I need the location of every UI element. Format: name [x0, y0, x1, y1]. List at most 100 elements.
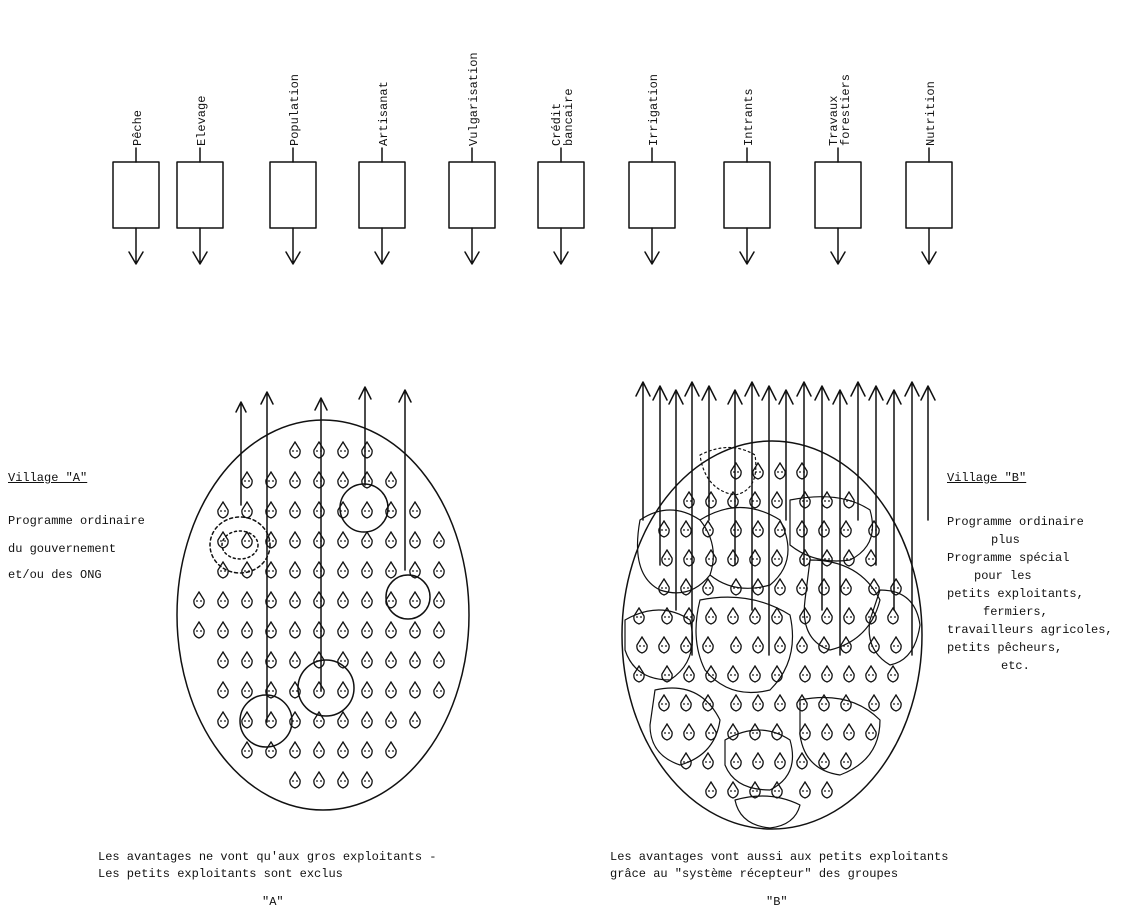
person-glyph	[290, 592, 300, 608]
person-glyph	[797, 579, 807, 595]
sector-box	[449, 148, 495, 264]
person-glyph	[772, 550, 782, 566]
person-glyph	[266, 742, 276, 758]
sector-label: Pêche	[132, 110, 144, 146]
village-b-desc-7: travailleurs agricoles,	[947, 621, 1113, 640]
person-glyph	[797, 753, 807, 769]
person-glyph	[731, 695, 741, 711]
person-glyph	[290, 652, 300, 668]
person-glyph	[338, 592, 348, 608]
person-glyph	[822, 550, 832, 566]
person-glyph	[242, 592, 252, 608]
person-glyph	[314, 502, 324, 518]
person-glyph	[728, 724, 738, 740]
sector-box	[113, 148, 159, 264]
person-glyph	[753, 753, 763, 769]
person-glyph	[822, 724, 832, 740]
person-glyph	[775, 637, 785, 653]
caption-b-line-2: grâce au "système récepteur" des groupes	[610, 865, 898, 884]
person-glyph	[684, 724, 694, 740]
person-glyph	[844, 608, 854, 624]
person-glyph	[362, 442, 372, 458]
person-glyph	[242, 712, 252, 728]
sector-label: Nutrition	[925, 81, 937, 146]
benefit-arrow	[762, 386, 776, 655]
person-glyph	[362, 742, 372, 758]
person-glyph	[819, 579, 829, 595]
person-glyph	[338, 622, 348, 638]
person-glyph	[362, 622, 372, 638]
person-glyph	[290, 442, 300, 458]
person-glyph	[706, 724, 716, 740]
person-glyph	[706, 608, 716, 624]
person-glyph	[703, 521, 713, 537]
caption-a-mark: "A"	[262, 893, 284, 912]
person-glyph	[800, 492, 810, 508]
sector-box	[538, 148, 584, 264]
person-glyph	[338, 532, 348, 548]
village-a-desc-1: Programme ordinaire	[8, 512, 145, 531]
sector-label: Intrants	[743, 88, 755, 146]
person-glyph	[753, 463, 763, 479]
caption-a-line-2: Les petits exploitants sont exclus	[98, 865, 343, 884]
person-glyph	[728, 666, 738, 682]
person-glyph	[218, 592, 228, 608]
person-glyph	[797, 521, 807, 537]
person-glyph	[888, 608, 898, 624]
person-glyph	[218, 622, 228, 638]
benefit-arrow	[636, 382, 650, 520]
benefit-arrow	[815, 386, 829, 610]
person-glyph	[772, 492, 782, 508]
person-glyph	[386, 652, 396, 668]
sector-label: bancaire	[563, 88, 575, 146]
person-glyph	[434, 682, 444, 698]
sector-box	[270, 148, 316, 264]
person-glyph	[866, 724, 876, 740]
person-glyph	[242, 682, 252, 698]
person-glyph	[634, 608, 644, 624]
person-glyph	[844, 724, 854, 740]
person-glyph	[800, 782, 810, 798]
village-b-desc-6: fermiers,	[983, 603, 1048, 622]
person-glyph	[338, 472, 348, 488]
person-glyph	[888, 666, 898, 682]
sector-box	[815, 148, 861, 264]
person-glyph	[891, 637, 901, 653]
village-b-desc-1: Programme ordinaire	[947, 513, 1084, 532]
person-glyph	[362, 772, 372, 788]
person-glyph	[314, 772, 324, 788]
benefit-arrow	[702, 386, 716, 520]
person-glyph	[386, 562, 396, 578]
person-glyph	[869, 579, 879, 595]
caption-b-mark: "B"	[766, 893, 788, 912]
person-glyph	[218, 502, 228, 518]
village-a-people	[194, 442, 444, 788]
person-glyph	[844, 666, 854, 682]
person-glyph	[314, 592, 324, 608]
person-glyph	[822, 666, 832, 682]
person-glyph	[386, 622, 396, 638]
person-glyph	[684, 666, 694, 682]
person-glyph	[242, 742, 252, 758]
person-glyph	[410, 682, 420, 698]
person-glyph	[662, 724, 672, 740]
person-glyph	[434, 622, 444, 638]
village-a-desc-3: et/ou des ONG	[8, 566, 102, 585]
person-glyph	[410, 712, 420, 728]
person-glyph	[410, 652, 420, 668]
person-glyph	[290, 622, 300, 638]
person-glyph	[703, 753, 713, 769]
person-glyph	[314, 742, 324, 758]
person-glyph	[706, 782, 716, 798]
person-glyph	[362, 532, 372, 548]
person-glyph	[869, 695, 879, 711]
person-glyph	[731, 753, 741, 769]
village-b-desc-8: petits pêcheurs,	[947, 639, 1062, 658]
village-b-title: Village "B"	[947, 469, 1026, 488]
person-glyph	[362, 502, 372, 518]
person-glyph	[362, 682, 372, 698]
person-glyph	[841, 521, 851, 537]
sector-box	[906, 148, 952, 264]
person-glyph	[772, 608, 782, 624]
person-glyph	[750, 782, 760, 798]
